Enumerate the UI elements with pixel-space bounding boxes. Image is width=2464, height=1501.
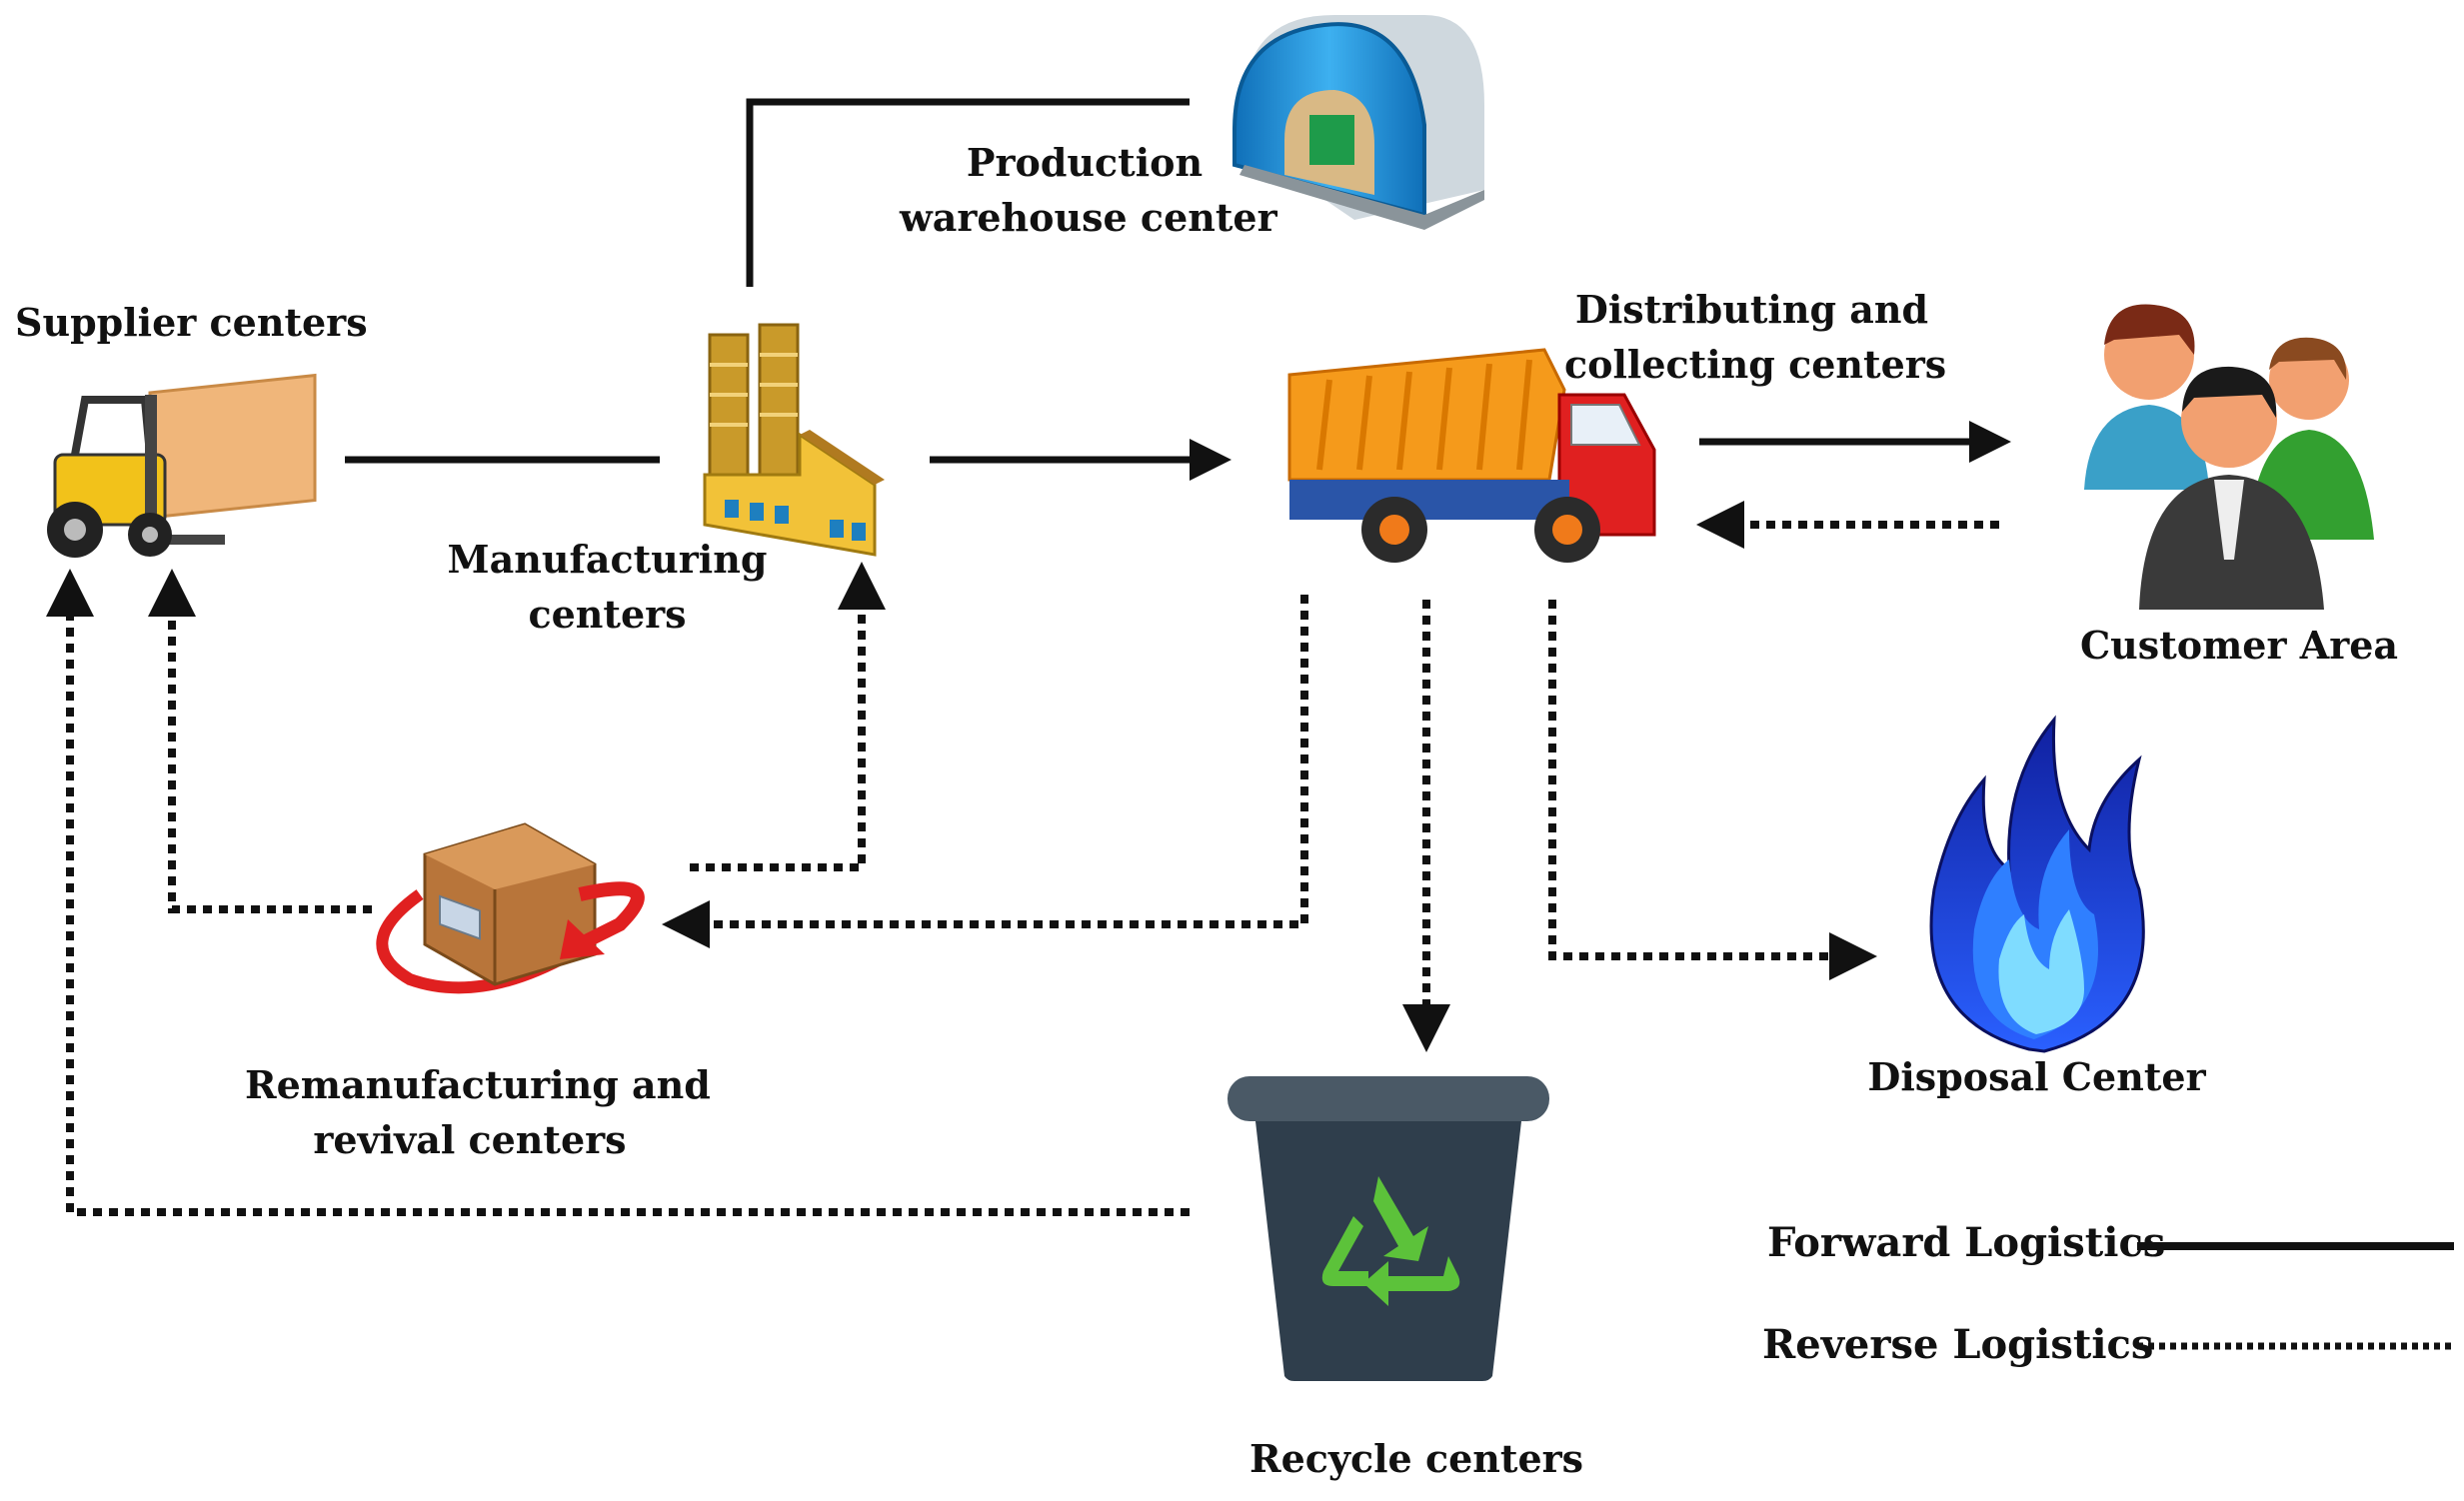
recycle-line1: Recycle centers xyxy=(1249,1436,1584,1481)
box-cycle-icon xyxy=(376,822,645,994)
distributing-line2: collecting centers xyxy=(1564,342,1947,388)
production-warehouse-label: Production warehouse center xyxy=(900,135,1277,245)
manufacturing-label: Manufacturing centers xyxy=(445,532,770,642)
recycle-bin-icon xyxy=(1228,1076,1549,1381)
warehouse-icon xyxy=(1232,15,1484,230)
production-warehouse-line1: Production xyxy=(966,140,1204,185)
dump-truck-icon xyxy=(1287,348,1656,563)
customer-line1: Customer Area xyxy=(2079,623,2399,668)
recycle-label: Recycle centers xyxy=(1249,1431,1584,1486)
flow-recycle-to-supplier xyxy=(46,569,1190,1216)
customer-label: Customer Area xyxy=(2069,618,2409,673)
flame-icon xyxy=(1929,715,2145,1053)
distributing-line1: Distributing and xyxy=(1574,287,1929,332)
remanufacturing-line2: revival centers xyxy=(313,1117,627,1163)
forward-flows xyxy=(345,98,2011,481)
production-warehouse-line2: warehouse center xyxy=(900,195,1277,241)
people-icon xyxy=(2084,304,2374,610)
forklift-icon xyxy=(47,373,317,558)
supplier-label: Supplier centers xyxy=(15,295,368,350)
flow-remanufacturing-to-manufacturing xyxy=(690,562,886,871)
supplier-line1: Supplier centers xyxy=(15,300,368,345)
manufacturing-line2: centers xyxy=(528,592,687,638)
flow-manufacturing-to-warehouse xyxy=(746,98,1190,287)
disposal-label: Disposal Center xyxy=(1854,1049,2219,1104)
reverse-flows xyxy=(46,501,1999,1216)
remanufacturing-label: Remanufacturing and revival centers xyxy=(245,1057,711,1167)
factory-icon xyxy=(703,323,885,557)
legend-forward-label: Forward Logistics xyxy=(1767,1219,2166,1266)
manufacturing-line1: Manufacturing xyxy=(447,537,768,582)
legend-reverse-label: Reverse Logistics xyxy=(1762,1321,2154,1368)
distributing-label: Distributing and collecting centers xyxy=(1564,282,1947,392)
disposal-line1: Disposal Center xyxy=(1867,1054,2206,1099)
remanufacturing-line1: Remanufacturing and xyxy=(245,1062,711,1107)
flow-remanufacturing-to-supplier xyxy=(148,569,372,913)
flow-distributing-to-remanufacturing xyxy=(662,595,1308,948)
flow-distributing-to-disposal xyxy=(1548,600,1877,980)
